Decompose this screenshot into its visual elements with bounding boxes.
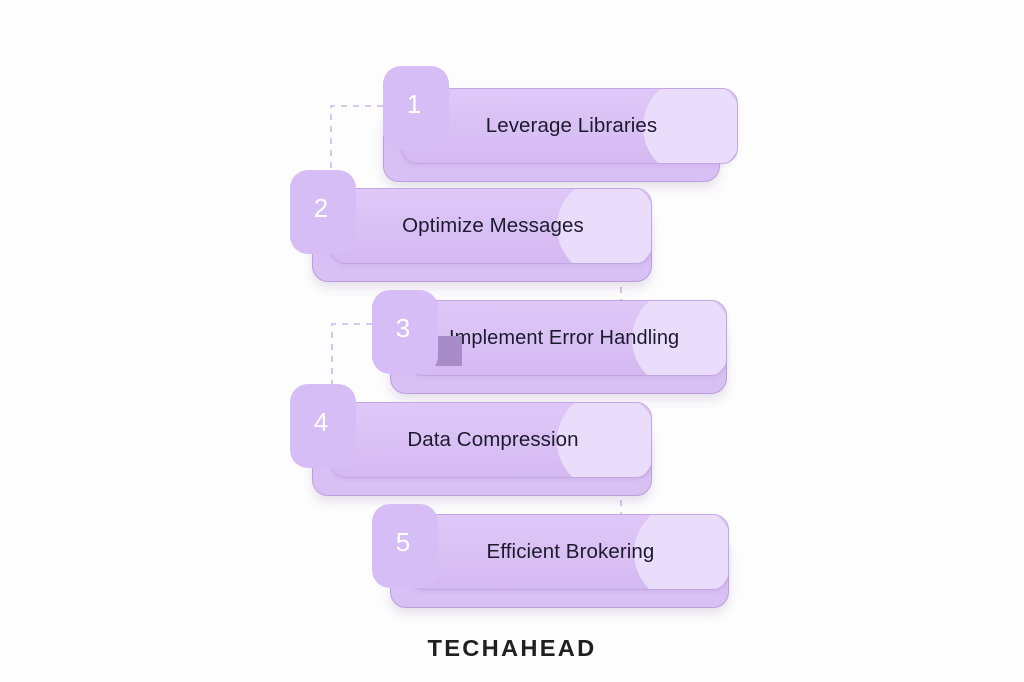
step-bar[interactable]: Data Compression: [330, 402, 652, 478]
step-number: 3: [395, 313, 411, 343]
bar-circle-accent: [634, 515, 728, 589]
step-number: 2: [313, 193, 329, 223]
step-number-badge[interactable]: 3: [372, 290, 438, 374]
step-number: 1: [406, 89, 422, 119]
step-bar[interactable]: Optimize Messages: [330, 188, 652, 264]
step-label: Optimize Messages: [402, 214, 584, 237]
step-label: Implement Error Handling: [449, 326, 680, 349]
bar-circle-accent: [643, 89, 737, 163]
step-item-2[interactable]: Optimize Messages 2: [290, 170, 652, 290]
step-label: Data Compression: [407, 428, 579, 451]
bar-circle-accent: [632, 301, 726, 375]
bar-circle-accent: [557, 189, 651, 263]
step-bar[interactable]: Leverage Libraries: [401, 88, 738, 164]
step-number-badge[interactable]: 5: [372, 504, 438, 588]
bar-circle-accent: [557, 403, 651, 477]
brand-logo-text: TECHAHEAD: [427, 635, 596, 661]
techahead-wordmark-icon: TECHAHEAD: [427, 635, 596, 661]
step-item-4[interactable]: Data Compression 4: [290, 384, 652, 504]
step-label: Efficient Brokering: [486, 540, 655, 563]
step-number-badge[interactable]: 1: [383, 66, 449, 150]
step-bar[interactable]: Efficient Brokering: [408, 514, 729, 590]
step-number-badge[interactable]: 2: [290, 170, 356, 254]
step-number: 4: [313, 407, 329, 437]
step-item-3[interactable]: Implement Error Handling 3: [372, 290, 727, 402]
step-label: Leverage Libraries: [485, 114, 658, 137]
step-number-badge[interactable]: 4: [290, 384, 356, 468]
step-number: 5: [395, 527, 411, 557]
step-item-1[interactable]: Leverage Libraries 1: [383, 66, 738, 190]
step-item-5[interactable]: Efficient Brokering 5: [372, 504, 729, 616]
brand-logo: TECHAHEAD: [0, 634, 1024, 669]
